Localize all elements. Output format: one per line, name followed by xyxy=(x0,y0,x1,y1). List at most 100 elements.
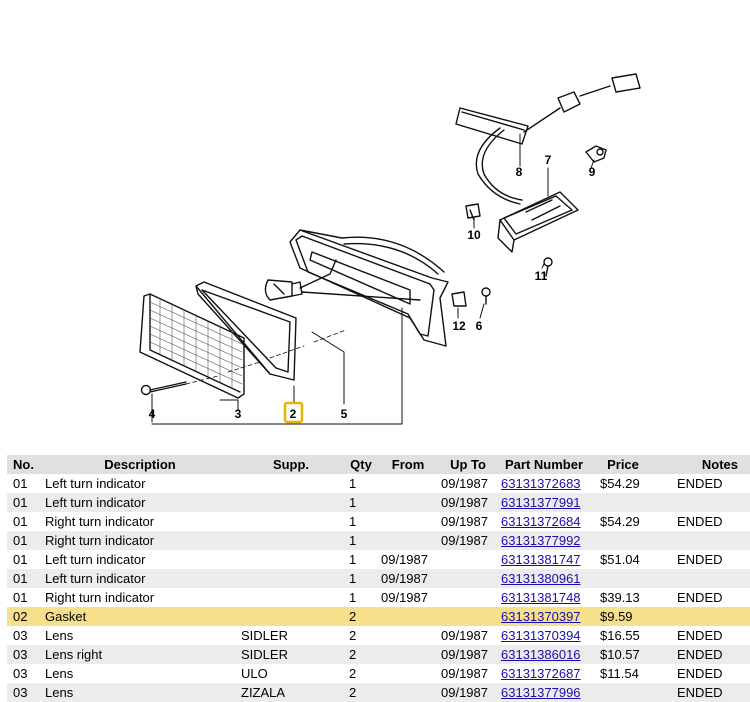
cell-from xyxy=(375,474,435,493)
callout-12[interactable]: 12 xyxy=(452,319,466,333)
cell-description: Left turn indicator xyxy=(39,569,235,588)
cell-part-number: 63131381748 xyxy=(495,588,587,607)
cell-from xyxy=(375,626,435,645)
cell-up-to: 09/1987 xyxy=(435,512,495,531)
cell-no: 01 xyxy=(7,588,39,607)
cell-no: 01 xyxy=(7,531,39,550)
part-bulb xyxy=(264,259,421,301)
part-number-link[interactable]: 63131381747 xyxy=(501,552,581,567)
part-number-link[interactable]: 63131372683 xyxy=(501,476,581,491)
callout-4[interactable]: 4 xyxy=(149,407,156,421)
cell-supp xyxy=(235,531,341,550)
cell-notes xyxy=(653,493,750,512)
callout-5[interactable]: 5 xyxy=(341,407,348,421)
callout-9[interactable]: 9 xyxy=(589,165,596,179)
cell-supp: ULO xyxy=(235,664,341,683)
callout-10[interactable]: 10 xyxy=(467,228,481,242)
part-number-link[interactable]: 63131377991 xyxy=(501,495,581,510)
cell-up-to: 09/1987 xyxy=(435,664,495,683)
cell-supp xyxy=(235,588,341,607)
cell-description: Right turn indicator xyxy=(39,512,235,531)
cell-up-to xyxy=(435,569,495,588)
cell-description: Lens xyxy=(39,664,235,683)
callout-8[interactable]: 8 xyxy=(516,165,523,179)
cell-supp: ZIZALA xyxy=(235,683,341,702)
cell-no: 03 xyxy=(7,626,39,645)
cell-notes: ENDED xyxy=(653,474,750,493)
cell-no: 01 xyxy=(7,569,39,588)
col-header-part-number: Part Number xyxy=(495,455,587,474)
cell-part-number: 63131386016 xyxy=(495,645,587,664)
cell-up-to xyxy=(435,550,495,569)
cell-qty: 2 xyxy=(341,664,375,683)
part-number-link[interactable]: 63131372684 xyxy=(501,514,581,529)
callout-3[interactable]: 3 xyxy=(235,407,242,421)
cell-no: 03 xyxy=(7,645,39,664)
highlighted-callout-frame[interactable] xyxy=(283,401,304,424)
callout-7[interactable]: 7 xyxy=(545,153,552,167)
part-number-link[interactable]: 63131380961 xyxy=(501,571,581,586)
cell-from xyxy=(375,531,435,550)
cell-qty: 1 xyxy=(341,569,375,588)
cell-notes: ENDED xyxy=(653,512,750,531)
cell-from xyxy=(375,512,435,531)
cell-qty: 2 xyxy=(341,683,375,702)
part-gasket xyxy=(195,281,297,381)
lens-grid xyxy=(149,297,243,389)
cell-qty: 1 xyxy=(341,550,375,569)
cell-description: Lens xyxy=(39,683,235,702)
cell-qty: 2 xyxy=(341,645,375,664)
cell-supp: SIDLER xyxy=(235,626,341,645)
cell-price xyxy=(587,531,653,550)
cell-notes xyxy=(653,531,750,550)
cell-price: $11.54 xyxy=(587,664,653,683)
cell-from xyxy=(375,607,435,626)
part-number-link[interactable]: 63131386016 xyxy=(501,647,581,662)
cell-supp xyxy=(235,569,341,588)
part-screw xyxy=(140,381,187,396)
part-side-plate xyxy=(455,73,641,205)
cell-from: 09/1987 xyxy=(375,588,435,607)
callout-6[interactable]: 6 xyxy=(476,319,483,333)
part-number-link[interactable]: 63131370397 xyxy=(501,609,581,624)
callout-11[interactable]: 11 xyxy=(535,269,548,283)
cell-qty: 1 xyxy=(341,474,375,493)
cell-notes: ENDED xyxy=(653,664,750,683)
part-number-link[interactable]: 63131377996 xyxy=(501,685,581,700)
part-number-link[interactable]: 63131377992 xyxy=(501,533,581,548)
cell-no: 02 xyxy=(7,607,39,626)
cell-price: $39.13 xyxy=(587,588,653,607)
part-number-link[interactable]: 63131381748 xyxy=(501,590,581,605)
cell-price xyxy=(587,493,653,512)
cell-price: $10.57 xyxy=(587,645,653,664)
cell-description: Left turn indicator xyxy=(39,550,235,569)
cell-up-to: 09/1987 xyxy=(435,683,495,702)
cell-part-number: 63131377992 xyxy=(495,531,587,550)
part-number-link[interactable]: 63131372687 xyxy=(501,666,581,681)
cell-up-to xyxy=(435,588,495,607)
cell-price xyxy=(587,569,653,588)
col-header-description: Description xyxy=(39,455,235,474)
cell-from xyxy=(375,493,435,512)
cell-no: 03 xyxy=(7,664,39,683)
callout-2[interactable]: 2 xyxy=(290,407,297,421)
cell-qty: 2 xyxy=(341,626,375,645)
cell-part-number: 63131372687 xyxy=(495,664,587,683)
cell-supp xyxy=(235,493,341,512)
cell-no: 01 xyxy=(7,474,39,493)
cell-part-number: 63131370394 xyxy=(495,626,587,645)
part-number-link[interactable]: 63131370394 xyxy=(501,628,581,643)
cell-qty: 1 xyxy=(341,493,375,512)
